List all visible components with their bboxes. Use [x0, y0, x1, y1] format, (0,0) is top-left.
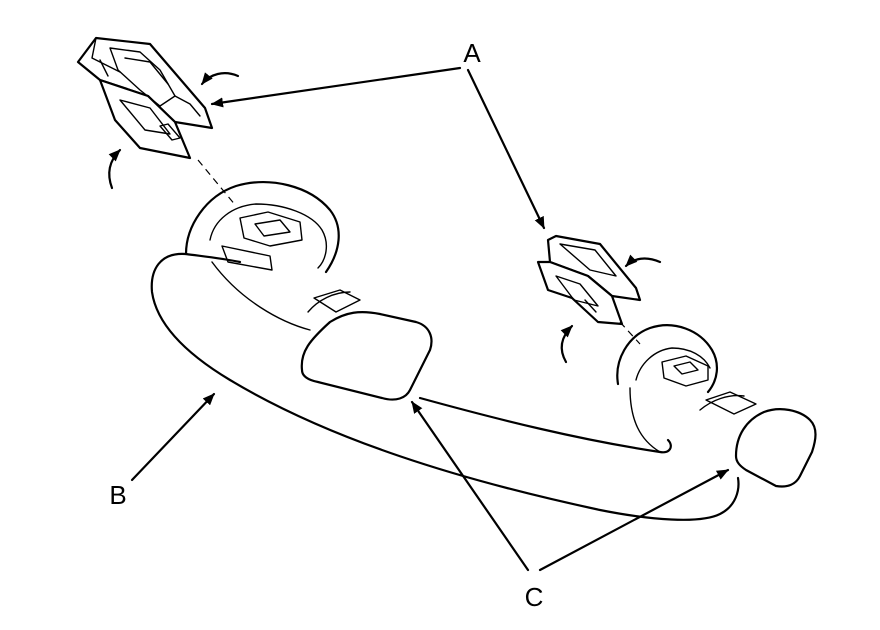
callout-a: A [210, 38, 546, 230]
callout-label-a: A [463, 38, 481, 68]
leader-b-to-handle [130, 392, 216, 482]
callout-label-c: C [525, 582, 544, 612]
alignment-line-left [197, 159, 237, 207]
leader-a-to-left-clip [210, 66, 462, 108]
rotate-arrow-right-bottom [560, 324, 574, 364]
rotate-arrow-right-top [624, 254, 662, 268]
grab-handle [150, 181, 817, 521]
rotate-arrow-left-top [200, 72, 240, 86]
leader-a-to-right-clip [466, 68, 546, 230]
callout-c: C [410, 400, 730, 612]
clip-right [536, 234, 642, 326]
clip-left [76, 36, 214, 160]
rotate-arrow-left-bottom [108, 148, 122, 190]
leader-c-to-left-cap [410, 400, 530, 572]
callout-b: B [109, 392, 216, 510]
callout-label-b: B [109, 480, 126, 510]
leader-c-to-right-cap [538, 468, 730, 572]
alignment-line-right [619, 321, 641, 345]
